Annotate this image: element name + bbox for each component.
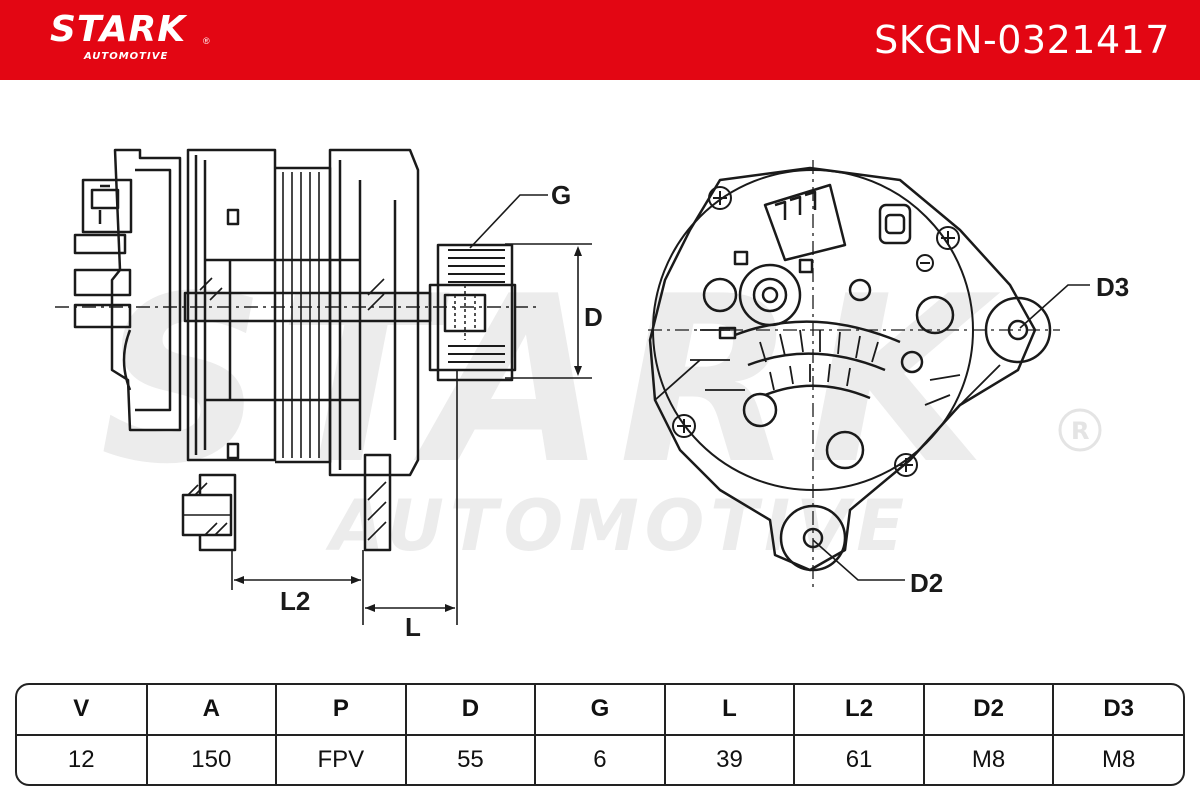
brand-sub: AUTOMOTIVE bbox=[84, 51, 169, 62]
spec-header: P bbox=[276, 685, 407, 736]
spec-header: D2 bbox=[923, 685, 1055, 736]
spec-value-row: 12 150 FPV 55 6 39 61 M8 M8 bbox=[17, 734, 1183, 784]
spec-value: 6 bbox=[535, 734, 666, 784]
watermark-logo: STARK AUTOMOTIVE R bbox=[100, 248, 1102, 567]
part-number: SKGN-0321417 bbox=[874, 18, 1170, 62]
spec-header: G bbox=[535, 685, 666, 736]
label-g: G bbox=[551, 180, 571, 210]
label-d2: D2 bbox=[910, 568, 943, 598]
spec-value: 39 bbox=[664, 734, 796, 784]
brand-name: STARK bbox=[50, 9, 187, 50]
label-d: D bbox=[584, 302, 603, 332]
registered-mark: ® bbox=[203, 36, 210, 46]
spec-header: D3 bbox=[1053, 685, 1183, 736]
spec-header: L2 bbox=[794, 685, 925, 736]
side-view-dimensions bbox=[231, 194, 592, 625]
spec-header: V bbox=[17, 685, 148, 736]
spec-value: M8 bbox=[923, 734, 1055, 784]
label-l2: L2 bbox=[280, 586, 310, 616]
svg-text:R: R bbox=[1071, 417, 1089, 445]
header-bar: STARK ® AUTOMOTIVE SKGN-0321417 bbox=[0, 0, 1200, 80]
svg-text:AUTOMOTIVE: AUTOMOTIVE bbox=[325, 485, 910, 567]
spec-header-row: V A P D G L L2 D2 D3 bbox=[17, 685, 1183, 736]
specifications-table: V A P D G L L2 D2 D3 12 150 FPV 55 6 39 … bbox=[15, 683, 1185, 786]
spec-value: 55 bbox=[405, 734, 537, 784]
brand-logo: STARK ® AUTOMOTIVE bbox=[50, 9, 210, 63]
alternator-side-view bbox=[73, 148, 517, 552]
spec-header: A bbox=[146, 685, 278, 736]
end-view-centerlines bbox=[648, 160, 1060, 590]
end-view-leaders bbox=[812, 284, 1090, 581]
spec-value: 61 bbox=[794, 734, 925, 784]
label-l: L bbox=[405, 612, 421, 642]
spec-value: FPV bbox=[276, 734, 407, 784]
spec-header: L bbox=[664, 685, 796, 736]
spec-header: D bbox=[405, 685, 537, 736]
technical-drawing: STARK AUTOMOTIVE R bbox=[0, 80, 1200, 680]
spec-value: M8 bbox=[1102, 745, 1136, 773]
spec-value: 150 bbox=[146, 734, 278, 784]
spec-value: 12 bbox=[17, 734, 148, 784]
label-d3: D3 bbox=[1096, 272, 1129, 302]
